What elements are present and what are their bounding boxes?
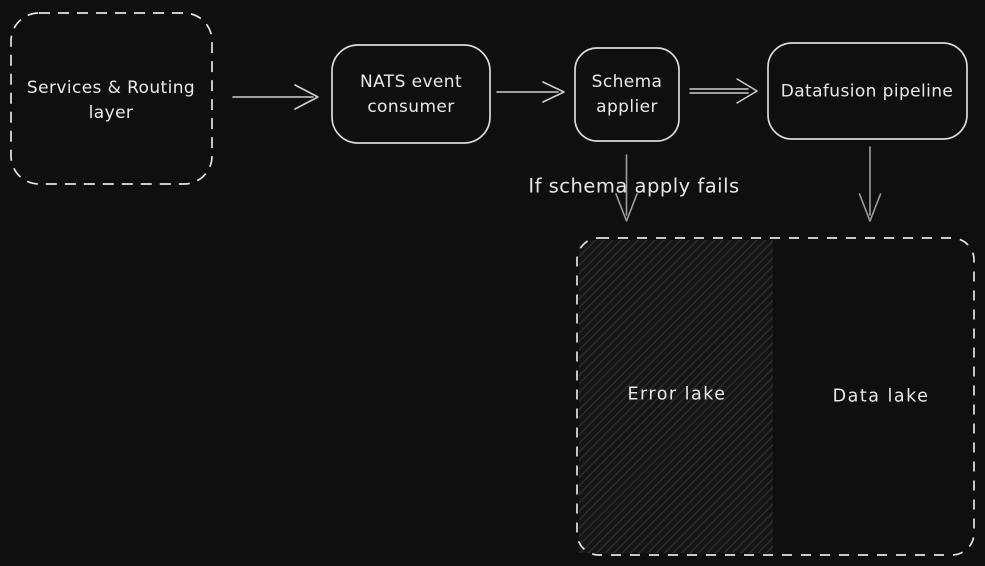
lake-container-box <box>576 237 975 556</box>
arrow-services-to-nats <box>232 84 319 110</box>
services-routing-label-line2: layer <box>88 103 134 123</box>
nats-consumer-label-line2: consumer <box>367 97 455 117</box>
schema-fail-condition-label: If schema apply fails <box>528 174 740 198</box>
services-routing-label-line1: Services & Routing <box>26 78 196 98</box>
arrow-datafusion-to-data-lake <box>858 146 882 222</box>
arrow-schema-to-datafusion <box>689 78 758 104</box>
arrow-schema-to-error-lake <box>615 154 638 222</box>
services-routing-box <box>10 12 213 185</box>
schema-applier-box <box>574 47 680 142</box>
data-lake-label: Data lake <box>832 386 930 407</box>
schema-applier-label-line1: Schema <box>591 72 663 92</box>
datafusion-pipeline-label: Datafusion pipeline <box>781 80 954 105</box>
datafusion-pipeline-box <box>767 42 968 140</box>
nats-consumer-label: NATS event consumer <box>360 70 462 120</box>
error-lake-label: Error lake <box>627 384 727 405</box>
error-lake-hatch-fill <box>579 240 773 553</box>
services-routing-label: Services & Routing layer <box>27 76 195 126</box>
nats-consumer-label-line1: NATS event <box>359 72 463 92</box>
datafusion-pipeline-label-line: Datafusion pipeline <box>780 81 954 102</box>
nats-consumer-box <box>331 44 491 144</box>
schema-applier-label: Schema applier <box>592 70 663 120</box>
schema-applier-label-line2: applier <box>596 97 658 117</box>
arrow-nats-to-schema <box>496 81 565 103</box>
